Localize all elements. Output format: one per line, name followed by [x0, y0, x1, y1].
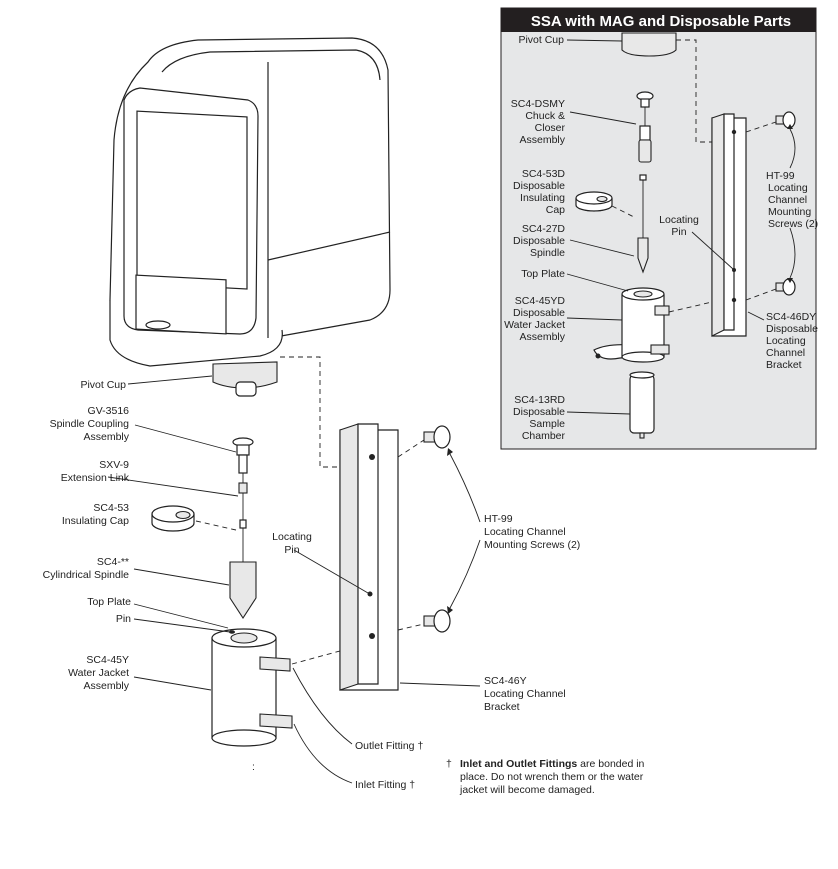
inset-water-jacket	[593, 287, 670, 363]
svg-text:Mounting: Mounting	[768, 206, 811, 218]
label-cylindrical-spindle: SC4-**	[97, 556, 129, 568]
svg-text:Spindle: Spindle	[530, 247, 565, 259]
label-insulating-cap: SC4-53	[93, 502, 129, 514]
svg-text:Chuck &: Chuck &	[525, 110, 565, 122]
svg-text:Pin: Pin	[284, 544, 299, 556]
spindle-coupling	[232, 437, 254, 474]
svg-text:Cap: Cap	[546, 204, 565, 216]
svg-text:Insulating Cap: Insulating Cap	[62, 515, 129, 527]
inset-label-cap: SC4-53D	[522, 168, 566, 180]
svg-text:Pin: Pin	[671, 226, 686, 238]
inset-insulating-cap	[575, 191, 613, 212]
svg-text:Disposable: Disposable	[513, 180, 565, 192]
svg-text:Bracket: Bracket	[766, 359, 802, 371]
note-line3: jacket will become damaged.	[459, 784, 595, 796]
inset-pivot-cup	[621, 32, 677, 57]
inset-background	[500, 7, 817, 450]
inset-label-bracket: SC4-46DY	[766, 311, 816, 323]
svg-text:Locating Channel: Locating Channel	[484, 688, 566, 700]
svg-text:Assembly: Assembly	[519, 134, 565, 146]
viscometer-housing	[109, 37, 391, 367]
inset-label-spindle: SC4-27D	[522, 223, 566, 235]
note-line1: are bonded in	[577, 758, 644, 770]
svg-text:Bracket: Bracket	[484, 701, 520, 713]
mounting-screw-top	[423, 425, 451, 449]
note-bold: Inlet and Outlet Fittings	[460, 758, 577, 770]
inset-title: SSA with MAG and Disposable Parts	[531, 13, 791, 30]
top-plate-pin	[229, 630, 235, 634]
svg-text:Insulating: Insulating	[520, 192, 565, 204]
svg-text:Inlet and Outlet Fittings are: Inlet and Outlet Fittings are bonded in	[460, 758, 645, 770]
svg-text:Channel: Channel	[768, 194, 807, 206]
label-inlet-fitting: Inlet Fitting †	[355, 779, 415, 791]
stray-mark: :	[252, 761, 255, 773]
mounting-screw-bottom	[423, 609, 451, 633]
label-outlet-fitting: Outlet Fitting †	[355, 740, 423, 752]
fittings-note: † Inlet and Outlet Fittings are bonded i…	[446, 758, 645, 796]
inset-panel: SSA with MAG and Disposable Parts	[500, 7, 818, 450]
svg-text:Extension Link: Extension Link	[61, 472, 130, 484]
svg-text:Assembly: Assembly	[83, 431, 129, 443]
inset-label-top-plate: Top Plate	[521, 268, 565, 280]
label-bracket: SC4-46Y	[484, 675, 527, 687]
svg-text:Locating: Locating	[766, 335, 806, 347]
inset-label-pivot-cup: Pivot Cup	[518, 34, 564, 46]
svg-text:Water Jacket: Water Jacket	[68, 667, 129, 679]
svg-text:Disposable: Disposable	[513, 406, 565, 418]
svg-text:Assembly: Assembly	[519, 331, 565, 343]
svg-text:Mounting Screws (2): Mounting Screws (2)	[484, 539, 580, 551]
inset-label-chamber: SC4-13RD	[514, 394, 565, 406]
inset-label-locating-pin: Locating	[659, 214, 699, 226]
svg-text:Locating: Locating	[768, 182, 808, 194]
label-pin: Pin	[116, 613, 131, 625]
label-mounting-screws: HT-99	[484, 513, 513, 525]
inset-screw-bottom	[775, 278, 796, 296]
label-locating-pin: Locating	[272, 531, 312, 543]
inset-label-screws: HT-99	[766, 170, 795, 182]
water-jacket	[211, 628, 293, 747]
insulating-cap	[151, 505, 195, 532]
pivot-cup	[212, 361, 278, 397]
svg-text:Closer: Closer	[535, 122, 566, 134]
svg-text:Assembly: Assembly	[83, 680, 129, 692]
label-pivot-cup: Pivot Cup	[80, 379, 126, 391]
inset-sample-chamber	[629, 371, 655, 439]
cylindrical-spindle	[229, 504, 257, 620]
inset-label-jacket: SC4-45YD	[515, 295, 566, 307]
inset-spindle	[637, 174, 649, 274]
svg-text:Disposable: Disposable	[513, 307, 565, 319]
extension-link	[238, 473, 248, 504]
svg-text:Disposable: Disposable	[513, 235, 565, 247]
label-extension-link: SXV-9	[99, 459, 129, 471]
note-line2: place. Do not wrench them or the water	[460, 771, 644, 783]
svg-text:Locating Channel: Locating Channel	[484, 526, 566, 538]
inset-label-chuck: SC4-DSMY	[511, 98, 565, 110]
svg-text:Chamber: Chamber	[522, 430, 566, 442]
svg-text:Channel: Channel	[766, 347, 805, 359]
svg-text:Screws (2): Screws (2)	[768, 218, 818, 230]
svg-text:Sample: Sample	[529, 418, 565, 430]
note-dagger: †	[446, 758, 452, 770]
svg-text:Cylindrical Spindle: Cylindrical Spindle	[43, 569, 130, 581]
inset-chuck-assembly	[636, 91, 654, 163]
label-top-plate: Top Plate	[87, 596, 131, 608]
inset-title-bar	[501, 8, 816, 32]
svg-text:Disposable: Disposable	[766, 323, 818, 335]
label-water-jacket: SC4-45Y	[86, 654, 129, 666]
locating-channel-bracket	[339, 423, 399, 691]
svg-text:Spindle Coupling: Spindle Coupling	[50, 418, 130, 430]
inset-bracket	[711, 113, 747, 337]
svg-text:Water Jacket: Water Jacket	[504, 319, 565, 331]
label-spindle-coupling: GV-3516	[88, 405, 130, 417]
